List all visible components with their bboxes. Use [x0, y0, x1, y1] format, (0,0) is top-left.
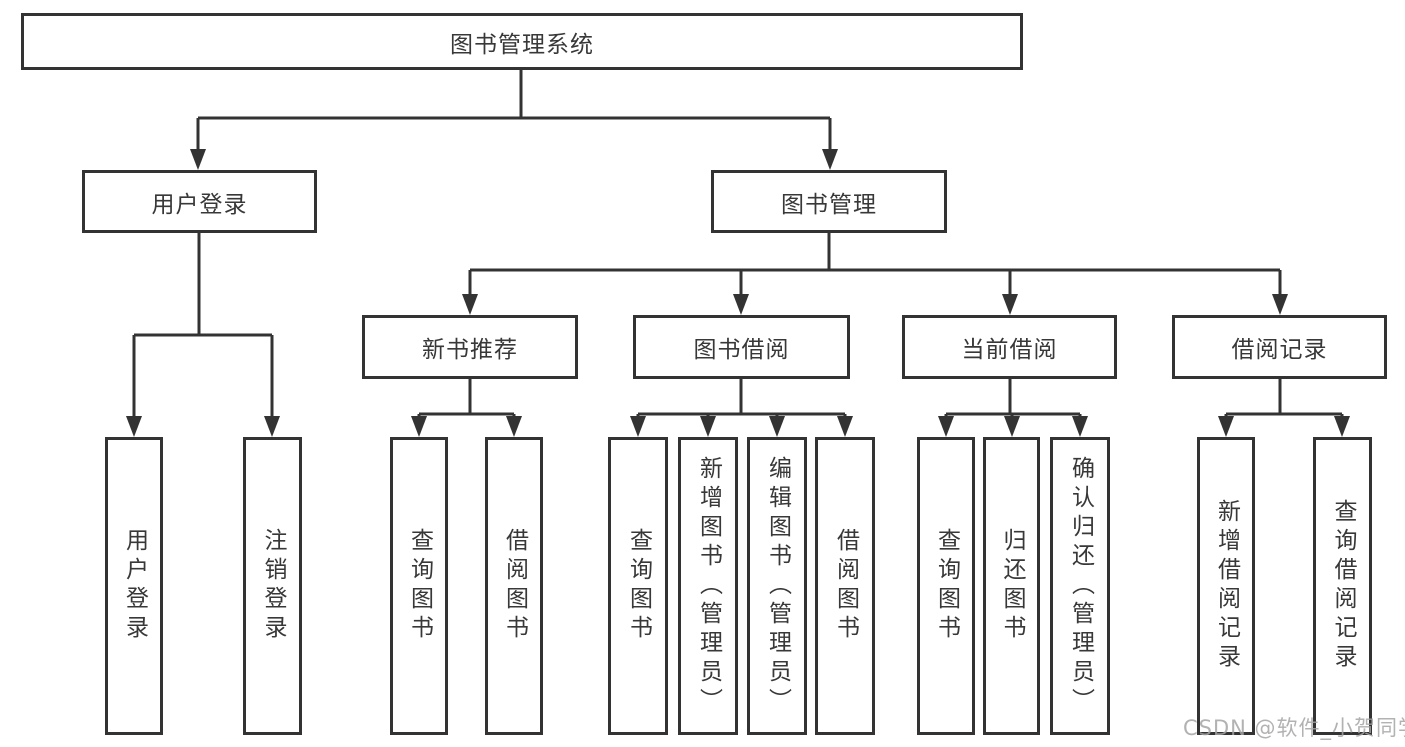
leaf-return-book: 归还图书 — [983, 437, 1040, 735]
arrowhead — [190, 149, 206, 170]
connector-current-borrow-to-leaves — [944, 379, 1082, 421]
arrowhead — [700, 416, 716, 437]
leaf-add-borrow-record: 新增借阅记录 — [1197, 437, 1255, 735]
leaf-query-books-recommend: 查询图书 — [390, 437, 448, 735]
arrowheads — [126, 149, 1350, 437]
arrowhead — [126, 416, 142, 437]
arrowhead — [1218, 416, 1234, 437]
node-current-borrow: 当前借阅 — [902, 315, 1117, 379]
leaf-confirm-return-admin: 确认归还（管理员） — [1050, 437, 1110, 735]
arrowhead — [769, 416, 785, 437]
leaf-logout-login: 注销登录 — [243, 437, 302, 735]
arrowhead — [1072, 416, 1088, 437]
arrowhead — [1272, 294, 1288, 315]
leaf-add-book-admin: 新增图书（管理员） — [678, 437, 738, 735]
node-library-management-system: 图书管理系统 — [21, 13, 1023, 70]
leaf-borrow-books: 借阅图书 — [815, 437, 875, 735]
arrowhead — [411, 416, 427, 437]
connector-new-book-recommend-to-leaves — [417, 379, 516, 421]
arrowhead — [1002, 294, 1018, 315]
node-new-book-recommend: 新书推荐 — [362, 315, 578, 379]
arrowhead — [837, 416, 853, 437]
leaf-borrow-books-recommend: 借阅图书 — [485, 437, 543, 735]
node-borrow-records: 借阅记录 — [1172, 315, 1387, 379]
connector-root-to-level2 — [196, 69, 832, 152]
arrowhead — [630, 416, 646, 437]
arrowhead — [1334, 416, 1350, 437]
leaf-query-borrow-record: 查询借阅记录 — [1313, 437, 1372, 735]
arrowhead — [1004, 416, 1020, 437]
leaf-user-login: 用户登录 — [105, 437, 163, 735]
connector-borrow-records-to-leaves — [1224, 379, 1344, 421]
arrowhead — [506, 416, 522, 437]
connector-book-borrow-to-leaves — [636, 379, 847, 421]
leaf-edit-book-admin: 编辑图书（管理员） — [747, 437, 807, 735]
connector-user-login-to-leaves — [132, 233, 274, 421]
connector-book-management-to-level3 — [468, 233, 1282, 299]
arrowhead — [264, 416, 280, 437]
node-user-login: 用户登录 — [82, 170, 317, 233]
arrowhead — [733, 294, 749, 315]
node-book-management: 图书管理 — [711, 170, 947, 233]
arrowhead — [822, 149, 838, 170]
arrowhead — [462, 294, 478, 315]
arrowhead — [938, 416, 954, 437]
csdn-watermark: CSDN @软件_小贺同学 — [1183, 716, 1405, 740]
node-book-borrow: 图书借阅 — [633, 315, 850, 379]
leaf-query-books-current: 查询图书 — [917, 437, 975, 735]
leaf-query-books-borrow: 查询图书 — [608, 437, 668, 735]
